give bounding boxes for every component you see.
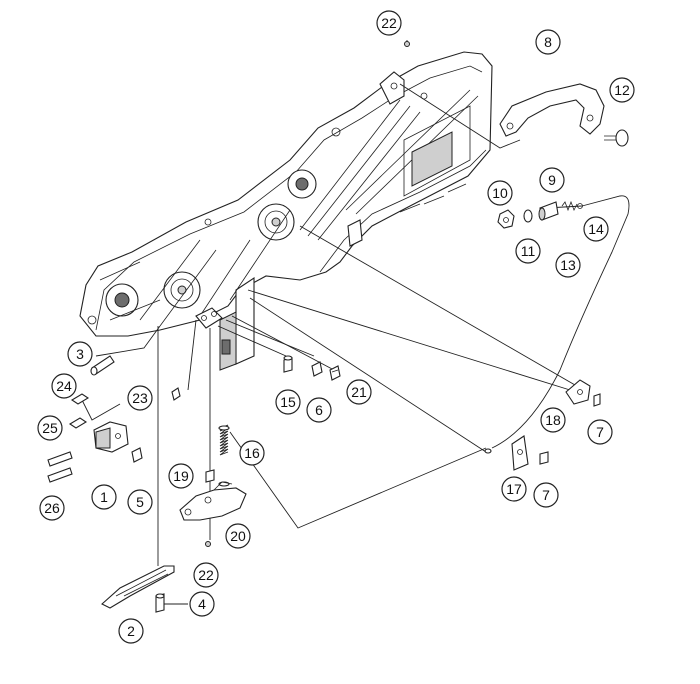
callout-label-18: 18 (545, 412, 561, 428)
callout-8: 8 (535, 29, 561, 55)
callout-6: 6 (306, 397, 332, 423)
callout-19: 19 (168, 463, 194, 489)
tape-guide-2 (101, 565, 175, 609)
callout-label-26: 26 (44, 500, 60, 516)
callout-label-17: 17 (506, 481, 522, 497)
callout-label-12: 12 (614, 82, 630, 98)
bracket-18 (565, 379, 591, 405)
screw-4 (155, 593, 165, 613)
callout-2: 2 (118, 618, 144, 644)
lever-handle (499, 83, 605, 137)
callout-label-6: 6 (315, 402, 323, 418)
callout-21: 21 (346, 379, 372, 405)
pin-22b (205, 541, 211, 547)
callout-label-11: 11 (521, 243, 536, 259)
feeder-main-frame (79, 51, 493, 371)
callout-20: 20 (225, 523, 251, 549)
callout-label-23: 23 (132, 390, 148, 406)
callout-15: 15 (275, 389, 301, 415)
callout-label-9: 9 (548, 172, 556, 188)
screw-7a (593, 393, 601, 407)
callout-16: 16 (239, 440, 265, 466)
screw-21 (329, 365, 341, 381)
callout-label-5: 5 (136, 494, 144, 510)
washer-11 (523, 209, 533, 223)
plates-24 (68, 393, 90, 429)
callout-label-15: 15 (280, 394, 296, 410)
callout-label-22b: 22 (198, 567, 214, 583)
spring-16 (218, 424, 230, 487)
pin-6 (311, 361, 323, 377)
pin-15 (283, 355, 293, 373)
nut-10 (497, 209, 515, 229)
callout-label-7a: 7 (596, 424, 604, 440)
callout-label-7b: 7 (542, 487, 550, 503)
callout-label-25: 25 (42, 420, 58, 436)
callout-3: 3 (67, 341, 93, 367)
callout-label-13: 13 (560, 257, 576, 273)
callout-26: 26 (39, 495, 65, 521)
callout-1: 1 (91, 484, 117, 510)
callout-label-16: 16 (244, 445, 260, 461)
callout-label-22a: 22 (381, 15, 397, 31)
callout-14: 14 (583, 216, 609, 242)
callout-7a: 7 (587, 419, 613, 445)
callout-23: 23 (127, 385, 153, 411)
pin-3 (90, 355, 115, 376)
callout-label-21: 21 (351, 384, 367, 400)
lever-block-20 (179, 481, 247, 521)
callout-label-3: 3 (76, 346, 84, 362)
callout-11: 11 (515, 238, 541, 264)
callout-12: 12 (609, 77, 635, 103)
screw-7b (539, 451, 549, 465)
callout-label-1: 1 (100, 489, 108, 505)
pin-26 (47, 467, 73, 483)
callout-5: 5 (127, 489, 153, 515)
callout-18: 18 (540, 407, 566, 433)
callout-22b: 22 (193, 562, 219, 588)
callout-label-2: 2 (127, 623, 135, 639)
bracket-17 (511, 435, 529, 471)
callout-17: 17 (501, 476, 527, 502)
pin-22a (404, 41, 410, 47)
callout-label-24: 24 (56, 378, 72, 394)
callout-label-19: 19 (173, 468, 189, 484)
callout-13: 13 (555, 252, 581, 278)
callout-label-14: 14 (588, 221, 604, 237)
callout-22a: 22 (376, 10, 402, 36)
callout-7b: 7 (533, 482, 559, 508)
lever-knob (604, 129, 629, 147)
screw-19 (205, 469, 215, 483)
callout-label-10: 10 (492, 185, 508, 201)
block-1 (93, 421, 129, 453)
callout-25: 25 (37, 415, 63, 441)
cable-13 (484, 195, 630, 454)
callout-label-20: 20 (230, 528, 246, 544)
callout-9: 9 (539, 167, 565, 193)
callout-10: 10 (487, 180, 513, 206)
callout-24: 24 (51, 373, 77, 399)
pin-9 (538, 201, 559, 221)
screw-23 (171, 387, 181, 401)
callout-label-4: 4 (198, 596, 206, 612)
pin-25 (47, 451, 73, 467)
callout-4: 4 (189, 591, 215, 617)
callout-label-8: 8 (544, 34, 552, 50)
screw-5 (131, 447, 143, 463)
